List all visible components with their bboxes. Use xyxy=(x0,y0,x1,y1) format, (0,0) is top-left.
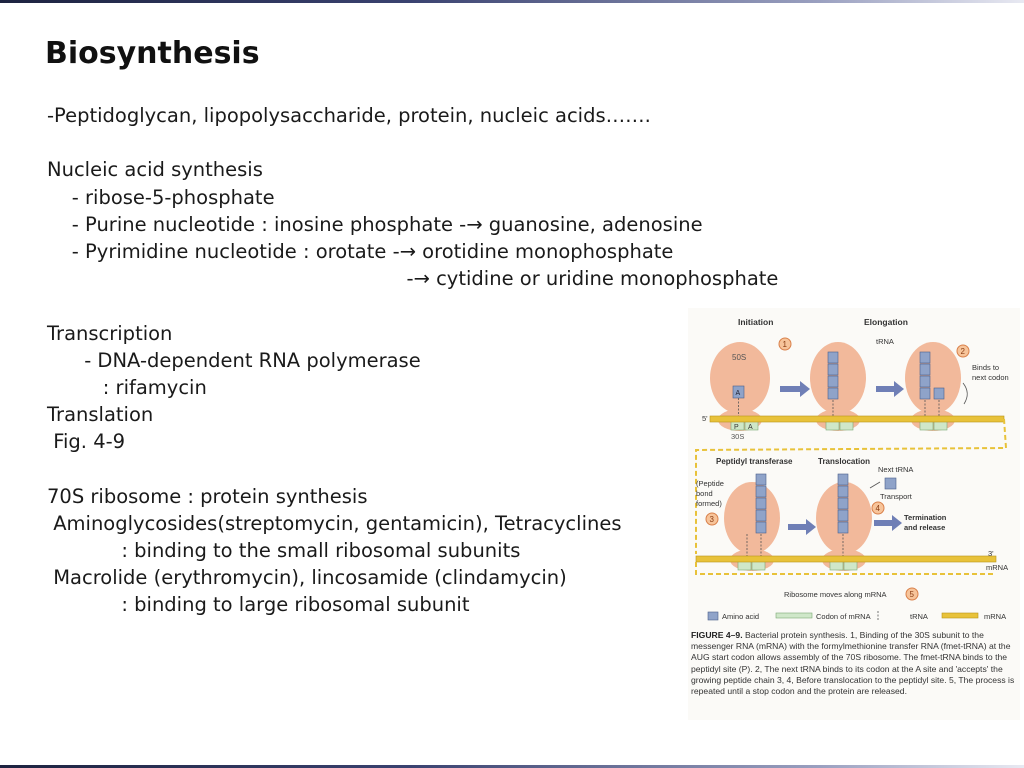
body-line: Fig. 4-9 xyxy=(47,430,126,454)
slide-title: Biosynthesis xyxy=(45,36,260,71)
binds-to-label: Binds to xyxy=(972,363,999,372)
arrow-right-icon xyxy=(874,515,902,531)
protein-synthesis-figure: Initiation Elongation tRNA Binds to next… xyxy=(688,308,1020,720)
slide-body: -Peptidoglycan, lipopolysaccharide, prot… xyxy=(47,102,787,619)
body-line: Nucleic acid synthesis xyxy=(47,158,263,182)
arrow-right-icon xyxy=(876,381,904,397)
elongation-label: Elongation xyxy=(864,317,908,327)
next-trna-icon xyxy=(884,477,897,490)
body-line: Macrolide (erythromycin), lincosamide (c… xyxy=(47,566,567,590)
mrna-swatch xyxy=(941,612,979,619)
three-prime-label: 3' xyxy=(988,549,994,558)
initiation-label: Initiation xyxy=(738,317,773,327)
step-2-badge: 2 xyxy=(956,344,970,358)
body-line: - Pyrimidine nucleotide : orotate -→ oro… xyxy=(47,239,674,263)
mrna-connector-bottom xyxy=(695,562,994,575)
caption-label: FIGURE 4–9. xyxy=(691,630,743,640)
svg-text:4: 4 xyxy=(876,504,881,513)
body-line: : rifamycin xyxy=(47,375,207,399)
body-line: : binding to the small ribosomal subunit… xyxy=(47,539,521,562)
trna-label: tRNA xyxy=(876,337,894,346)
ribosome-initiation: 50S 30S A P A xyxy=(710,342,770,441)
body-blank-line xyxy=(47,455,787,482)
body-line: Transcription xyxy=(47,321,173,345)
body-line: Aminoglycosides(streptomycin, gentamicin… xyxy=(47,511,622,535)
ribosome-peptidyl xyxy=(724,473,780,571)
five-prime-label: 5' xyxy=(702,414,708,423)
body-line: : binding to large ribosomal subunit xyxy=(47,593,470,617)
termination-label-2: and release xyxy=(904,523,945,532)
codon-swatch xyxy=(775,612,813,619)
svg-text:3: 3 xyxy=(710,515,715,524)
svg-text:2: 2 xyxy=(961,347,966,356)
ribosome-moves-label: Ribosome moves along mRNA xyxy=(784,590,887,599)
ribosome-elongation-a xyxy=(810,342,866,431)
mrna-strand-top xyxy=(709,415,1005,423)
arrow-right-icon xyxy=(788,519,816,535)
body-blank-line xyxy=(47,292,787,319)
peptide-bond-label-2: bond xyxy=(696,489,713,498)
peptide-bond-label-3: formed) xyxy=(696,499,722,508)
svg-text:A: A xyxy=(736,390,741,397)
body-line: - DNA-dependent RNA polymerase xyxy=(47,348,421,372)
site-p-label: P xyxy=(734,424,739,431)
bottom-border xyxy=(0,765,1024,768)
figure-legend: Amino acid Codon of mRNA tRNA mRNA xyxy=(707,611,1006,621)
svg-text:5: 5 xyxy=(910,590,915,599)
step-1-badge: 1 xyxy=(778,337,792,351)
figure-diagram: Initiation Elongation tRNA Binds to next… xyxy=(695,317,1009,621)
legend-amino-acid: Amino acid xyxy=(722,612,759,621)
svg-text:1: 1 xyxy=(783,340,788,349)
step-3-badge: 3 xyxy=(705,512,719,526)
body-line: -→ cytidine or uridine monophosphate xyxy=(47,267,779,291)
legend-codon: Codon of mRNA xyxy=(816,612,871,621)
mrna-strand-bottom xyxy=(695,555,997,563)
arrow-right-icon xyxy=(780,381,810,397)
next-trna-label: Next tRNA xyxy=(878,465,913,474)
mrna-connector xyxy=(695,418,1008,554)
transport-label: Transport xyxy=(880,492,913,501)
subunit-50s-label: 50S xyxy=(732,353,746,362)
top-border xyxy=(0,0,1024,3)
body-line: Translation xyxy=(47,403,154,427)
pointer-line xyxy=(962,382,968,405)
legend-trna: tRNA xyxy=(910,612,928,621)
body-blank-line xyxy=(47,129,787,156)
body-line: 70S ribosome : protein synthesis xyxy=(47,484,368,508)
transport-arrow-icon xyxy=(869,481,881,489)
ribosome-translocation xyxy=(816,473,872,571)
mrna-label: mRNA xyxy=(986,563,1008,572)
termination-label-1: Termination xyxy=(904,513,947,522)
subunit-30s-label: 30S xyxy=(731,432,744,441)
body-line: - Purine nucleotide : inosine phosphate … xyxy=(47,212,703,236)
step-4-badge: 4 xyxy=(871,501,885,515)
step-5-badge: 5 xyxy=(905,587,919,601)
amino-acid-swatch xyxy=(707,611,719,621)
body-line: -Peptidoglycan, lipopolysaccharide, prot… xyxy=(47,104,651,127)
peptidyl-transferase-label: Peptidyl transferase xyxy=(716,457,793,466)
next-codon-label: next codon xyxy=(972,373,1009,382)
site-a-label: A xyxy=(748,424,753,431)
figure-caption: FIGURE 4–9. Bacterial protein synthesis.… xyxy=(691,630,1017,697)
body-line: - ribose-5-phosphate xyxy=(47,185,275,209)
caption-text: Bacterial protein synthesis. 1, Binding … xyxy=(691,630,1015,697)
legend-mrna: mRNA xyxy=(984,612,1006,621)
translocation-label: Translocation xyxy=(818,457,870,466)
peptide-bond-label-1: (Peptide xyxy=(696,479,724,488)
